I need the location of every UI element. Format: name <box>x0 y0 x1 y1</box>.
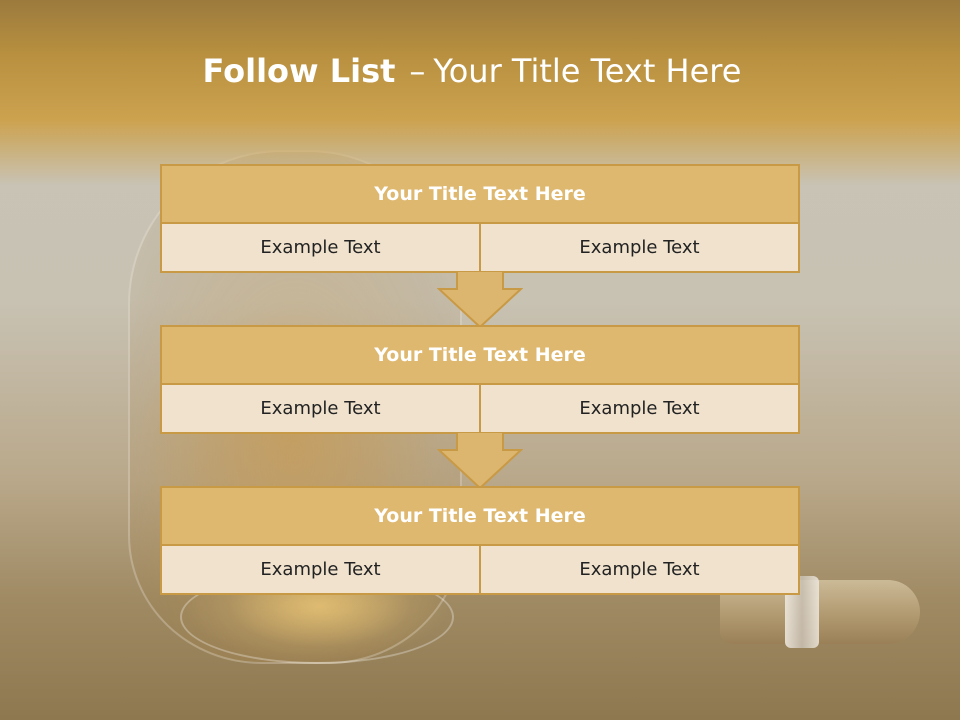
down-arrow-icon <box>437 432 523 490</box>
slide-title-rest: Your Title Text Here <box>433 52 742 90</box>
step-cell-right: Example Text <box>479 385 798 432</box>
step-title: Your Title Text Here <box>162 327 798 385</box>
step-block-1: Your Title Text Here Example Text Exampl… <box>160 164 800 273</box>
step-row: Example Text Example Text <box>162 385 798 432</box>
step-cell-right: Example Text <box>479 546 798 593</box>
slide-title-bold: Follow List <box>202 52 396 90</box>
step-row: Example Text Example Text <box>162 546 798 593</box>
slide-title-dash: – <box>409 52 426 90</box>
step-cell-left: Example Text <box>260 398 381 419</box>
header-band <box>0 0 960 185</box>
step-title: Your Title Text Here <box>162 488 798 546</box>
step-row: Example Text Example Text <box>162 224 798 271</box>
step-cell-left: Example Text <box>260 559 381 580</box>
step-cell-right: Example Text <box>479 224 798 271</box>
step-block-2: Your Title Text Here Example Text Exampl… <box>160 325 800 434</box>
down-arrow-icon <box>437 271 523 329</box>
step-block-3: Your Title Text Here Example Text Exampl… <box>160 486 800 595</box>
step-cell-left: Example Text <box>260 237 381 258</box>
step-title: Your Title Text Here <box>162 166 798 224</box>
slide-title: Follow List–Your Title Text Here <box>0 52 944 90</box>
